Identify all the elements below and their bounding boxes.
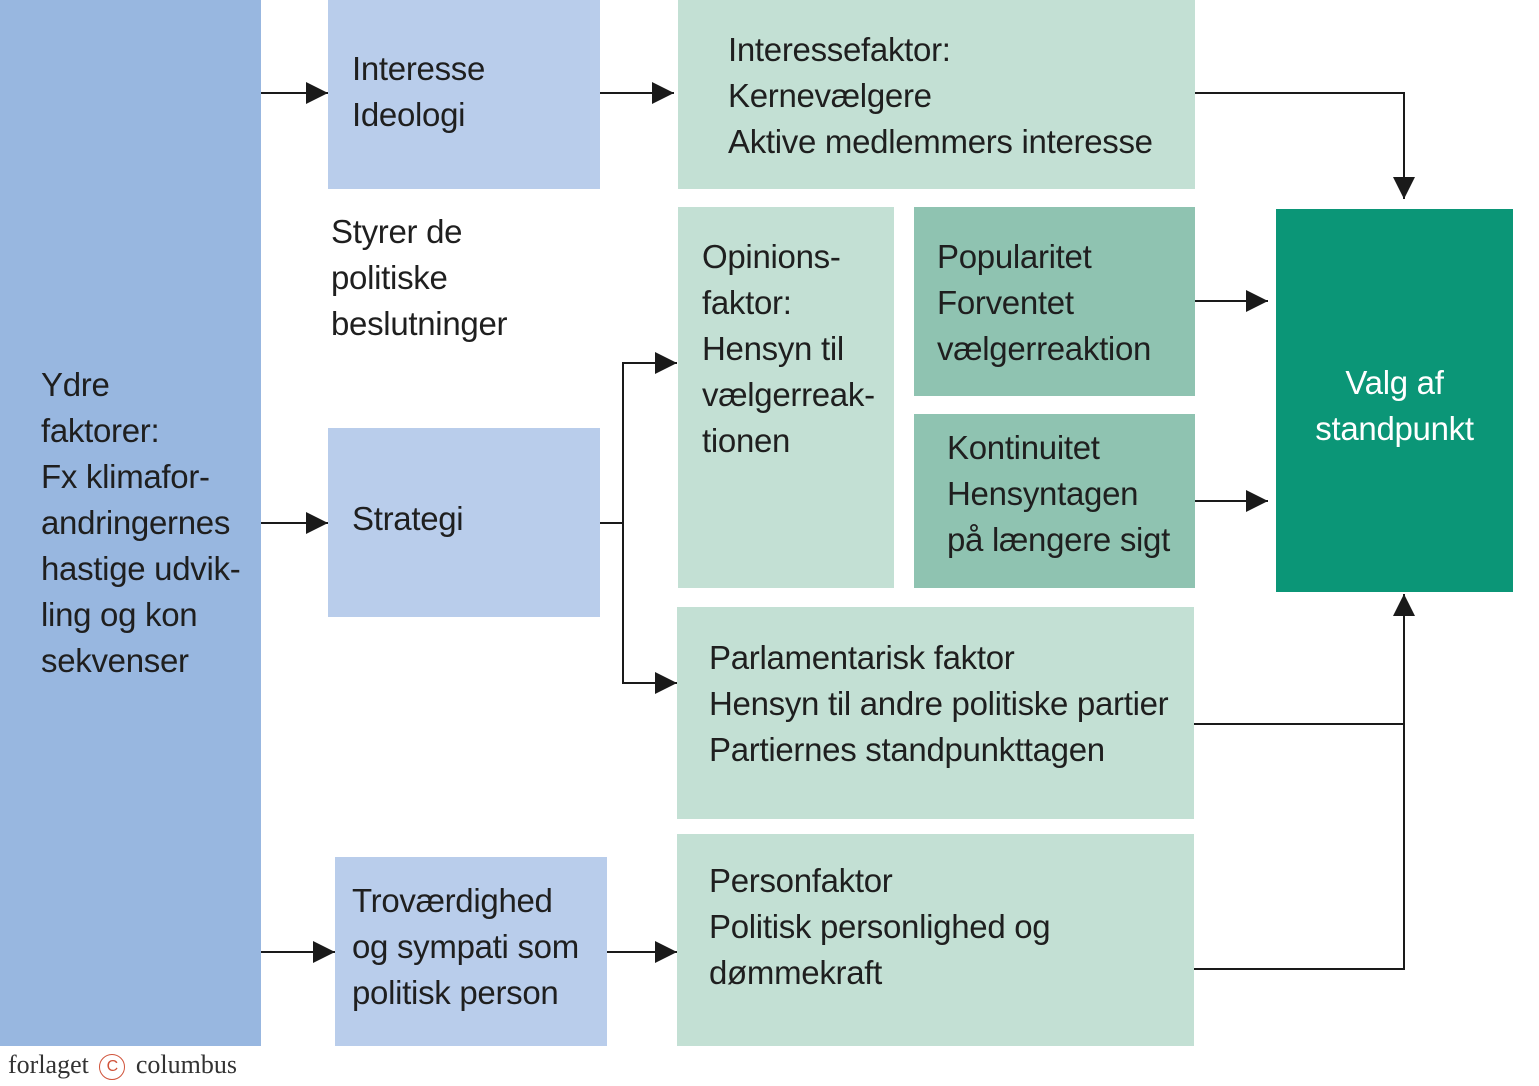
strategi-box bbox=[328, 428, 600, 617]
ydre-faktorer-text-line: sekvenser bbox=[41, 642, 189, 679]
ydre-faktorer-text-line: Fx klimafor- bbox=[41, 458, 210, 495]
kontinuitet-text-line: Kontinuitet bbox=[947, 429, 1100, 466]
valg-af-standpunkt-text-line: Valg af bbox=[1345, 364, 1444, 401]
publisher-logo: forlaget C columbus bbox=[8, 1050, 237, 1081]
popularitet-text-line: vælgerreaktion bbox=[937, 330, 1152, 367]
troverdighed-box bbox=[335, 857, 607, 1046]
personfaktor-text-line: dømmekraft bbox=[709, 954, 883, 991]
interesse-text-line: Ideologi bbox=[352, 96, 466, 133]
ydre-faktorer-text-line: faktorer: bbox=[41, 412, 160, 449]
opinionsfaktor-text-line: Opinions- bbox=[702, 238, 841, 275]
personfaktor-text-line: Politisk personlighed og bbox=[709, 908, 1051, 945]
interesse-box bbox=[328, 0, 600, 189]
personfaktor-box bbox=[677, 834, 1194, 1046]
opinionsfaktor-text: Opinions-faktor: Hensyn til vælgerreak-tio… bbox=[702, 234, 875, 464]
troverdighed-text: Troværdighed og sympati som politisk perso… bbox=[352, 878, 579, 1016]
troverdighed-text-line: og sympati som bbox=[352, 928, 579, 965]
opinionsfaktor-text-line: tionen bbox=[702, 422, 791, 459]
arrow-personfaktor-valg bbox=[1194, 594, 1415, 970]
ydre-faktorer-text-line: hastige udvik- bbox=[41, 550, 241, 587]
popularitet-text-line: Popularitet bbox=[937, 238, 1092, 275]
popularitet-text-line: Forventet bbox=[937, 284, 1074, 321]
ydre-faktorer-text-line: andringernes bbox=[41, 504, 231, 541]
kontinuitet-text-line: på længere sigt bbox=[947, 521, 1170, 558]
styrer-text-line: beslutninger bbox=[331, 305, 508, 342]
opinionsfaktor-box bbox=[678, 207, 894, 588]
arrow-strategi-parlamentarisk bbox=[622, 523, 677, 694]
interessefaktor-box bbox=[678, 0, 1195, 189]
opinionsfaktor-text-line: faktor: bbox=[702, 284, 792, 321]
opinionsfaktor-text-line: Hensyn til bbox=[702, 330, 844, 367]
valg-af-standpunkt-text: Valg af standpunkt bbox=[1276, 360, 1513, 452]
ydre-faktorer-text: Ydre faktorer: Fx klimafor-andringernes has… bbox=[41, 362, 241, 684]
valg-af-standpunkt-box bbox=[1276, 209, 1513, 592]
strategi-text: Strategi bbox=[352, 496, 464, 542]
interesse-text-line: Interesse bbox=[352, 50, 486, 87]
styrer-text: Styrer de politiske beslutninger bbox=[331, 209, 508, 347]
copyright-icon: C bbox=[99, 1054, 126, 1081]
ydre-faktorer-text-line: ling og kon bbox=[41, 596, 198, 633]
popularitet-box bbox=[914, 207, 1195, 396]
parlamentarisk-text-line: Partiernes standpunkttagen bbox=[709, 731, 1105, 768]
strategi-text-line: Strategi bbox=[352, 500, 464, 537]
troverdighed-text-line: politisk person bbox=[352, 974, 559, 1011]
valg-af-standpunkt-text-line: standpunkt bbox=[1315, 410, 1474, 447]
arrow-strategi-opinions bbox=[622, 352, 677, 523]
opinionsfaktor-text-line: vælgerreak- bbox=[702, 376, 875, 413]
interessefaktor-text-line: Aktive medlemmers interesse bbox=[728, 123, 1153, 160]
troverdighed-text-line: Troværdighed bbox=[352, 882, 553, 919]
kontinuitet-text-line: Hensyntagen bbox=[947, 475, 1139, 512]
styrer-text-line: politiske bbox=[331, 259, 448, 296]
personfaktor-text-line: Personfaktor bbox=[709, 862, 893, 899]
arrow-interessefaktor-valg bbox=[1195, 92, 1415, 199]
ydre-faktorer-text-line: Ydre bbox=[41, 366, 110, 403]
parlamentarisk-text-line: Parlamentarisk faktor bbox=[709, 639, 1015, 676]
ydre-faktorer-box bbox=[0, 0, 261, 1046]
publisher-name-left: forlaget bbox=[8, 1050, 89, 1079]
publisher-name-right: columbus bbox=[135, 1050, 237, 1079]
interessefaktor-text-line: Interessefaktor: bbox=[728, 31, 951, 68]
parlamentarisk-text-line: Hensyn til andre politiske partier bbox=[709, 685, 1169, 722]
parlamentarisk-box bbox=[677, 607, 1194, 819]
interessefaktor-text-line: Kernevælgere bbox=[728, 77, 932, 114]
styrer-text-line: Styrer de bbox=[331, 213, 463, 250]
kontinuitet-box bbox=[914, 414, 1195, 588]
